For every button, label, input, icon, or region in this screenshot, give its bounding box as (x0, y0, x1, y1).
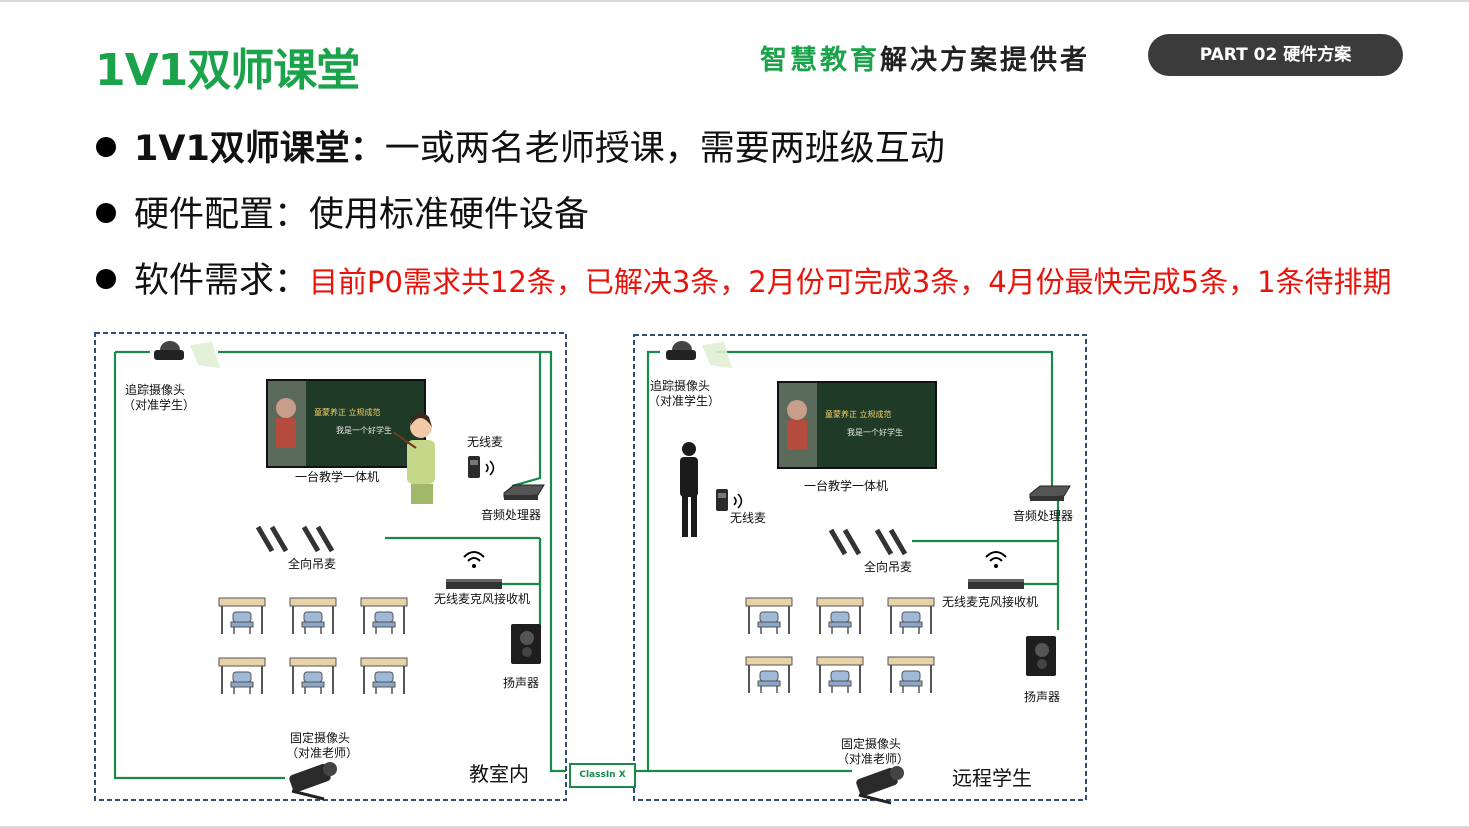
speaker-label: 扬声器 (1024, 690, 1061, 704)
fixed-camera-label: 固定摄像头 (290, 731, 351, 745)
ceiling-mic-label: 全向吊麦 (864, 560, 913, 574)
board-text: 童蒙养正 立规成范 (314, 408, 381, 417)
mic-receiver-label: 无线麦克风接收机 (434, 592, 531, 606)
tagline-dark: 解决方案提供者 (880, 45, 1090, 76)
wireless-mic-label: 无线麦 (467, 435, 504, 449)
tracking-camera-label: 追踪摄像头 (650, 379, 711, 393)
mic-receiver-label: 无线麦克风接收机 (942, 595, 1039, 609)
audio-processor-label: 音频处理器 (481, 508, 542, 522)
bullet-dot-icon (96, 137, 116, 157)
room-name: 远程学生 (952, 766, 1032, 790)
fixed-camera-sub-label: （对准老师） (837, 752, 910, 766)
board-text: 童蒙养正 立规成范 (825, 410, 892, 419)
bullet-label: 软件需求： (134, 261, 310, 301)
audio-processor-label: 音频处理器 (1013, 509, 1074, 523)
board-text: 我是一个好学生 (336, 426, 392, 435)
tracking-camera-sub-label: （对准学生） (123, 398, 196, 412)
bullet-item: 1V1双师课堂：一或两名老师授课，需要两班级互动 (96, 120, 945, 171)
bullet-dot-icon (96, 203, 116, 223)
room-name: 教室内 (469, 762, 529, 786)
fixed-camera-label: 固定摄像头 (841, 737, 902, 751)
bullet-text: 一或两名老师授课，需要两班级互动 (384, 129, 945, 169)
board-text: 我是一个好学生 (847, 428, 903, 437)
tagline-green: 智慧教育 (760, 45, 880, 76)
part-badge: PART 02 硬件方案 (1148, 34, 1403, 76)
bullet-dot-icon (96, 269, 116, 289)
speaker-label: 扬声器 (503, 676, 540, 690)
bullet-item: 软件需求：目前P0需求共12条，已解决3条，2月份可完成3条，4月份最快完成5条… (96, 252, 1392, 303)
fixed-camera-sub-label: （对准老师） (286, 746, 359, 760)
bottom-divider (0, 826, 1469, 828)
classin-link-badge: ClassIn X (569, 763, 636, 788)
tagline: 智慧教育解决方案提供者 (760, 38, 1090, 77)
bullet-red-text: 目前P0需求共12条，已解决3条，2月份可完成3条，4月份最快完成5条，1条待排… (309, 265, 1392, 299)
tracking-camera-label: 追踪摄像头 (125, 383, 186, 397)
wireless-mic-label: 无线麦 (730, 511, 767, 525)
display-label: 一台教学一体机 (295, 470, 380, 484)
bullet-item: 硬件配置：使用标准硬件设备 (96, 186, 589, 237)
bullet-text: 硬件配置：使用标准硬件设备 (134, 195, 590, 235)
tracking-camera-sub-label: （对准学生） (648, 394, 721, 408)
page-title: 1V1双师课堂 (95, 45, 360, 96)
ceiling-mic-label: 全向吊麦 (288, 557, 337, 571)
top-divider (0, 0, 1469, 2)
bullet-bold-label: 1V1双师课堂： (134, 129, 385, 169)
display-label: 一台教学一体机 (804, 479, 889, 493)
